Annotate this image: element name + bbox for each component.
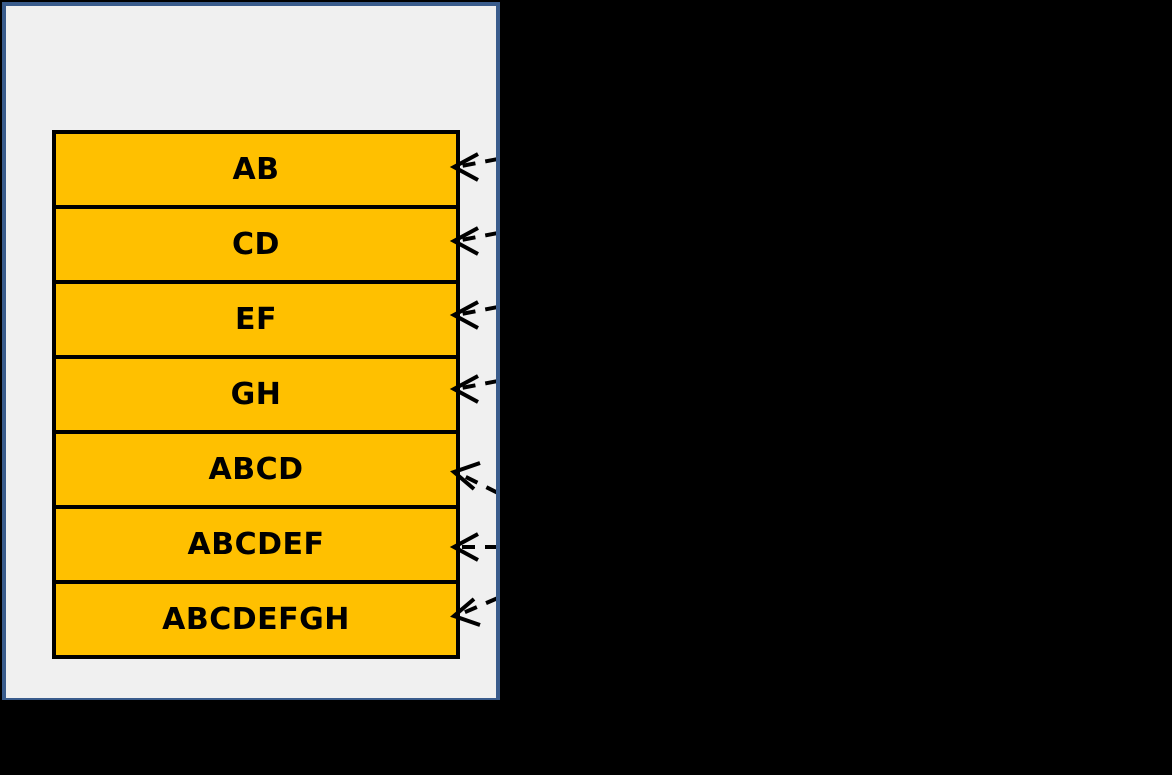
stack-row[interactable]: EF	[56, 284, 456, 359]
annotation-arrow-line-ab	[455, 157, 496, 169]
stack-row-label: GH	[230, 376, 282, 412]
stack-row-label: AB	[232, 151, 280, 187]
stack-row-label: EF	[235, 301, 277, 337]
annotation-arrow-line-abcdefgh	[455, 596, 496, 618]
annotation-arrow-line-abcd	[455, 470, 496, 495]
stack-row[interactable]: GH	[56, 359, 456, 434]
stack-row[interactable]: AB	[56, 134, 456, 209]
labeled-box-stack: AB CD EF GH ABCD ABCDEF ABCDEFGH	[52, 130, 460, 659]
annotation-arrow-line-ef	[455, 305, 496, 317]
diagram-panel: AB CD EF GH ABCD ABCDEF ABCDEFGH	[2, 2, 500, 702]
cropped-region-bottom	[0, 700, 500, 775]
stack-row-label: ABCDEFGH	[162, 601, 350, 637]
stack-row-label: ABCD	[208, 451, 304, 487]
stack-row[interactable]: ABCDEF	[56, 509, 456, 584]
annotation-arrow-line-gh	[455, 379, 496, 391]
stack-row[interactable]: ABCD	[56, 434, 456, 509]
stack-row[interactable]: CD	[56, 209, 456, 284]
stack-row[interactable]: ABCDEFGH	[56, 584, 456, 655]
stack-row-label: CD	[232, 226, 280, 262]
annotation-arrow-line-cd	[455, 231, 496, 243]
stack-row-label: ABCDEF	[187, 526, 325, 562]
cropped-region-right	[500, 0, 1172, 775]
